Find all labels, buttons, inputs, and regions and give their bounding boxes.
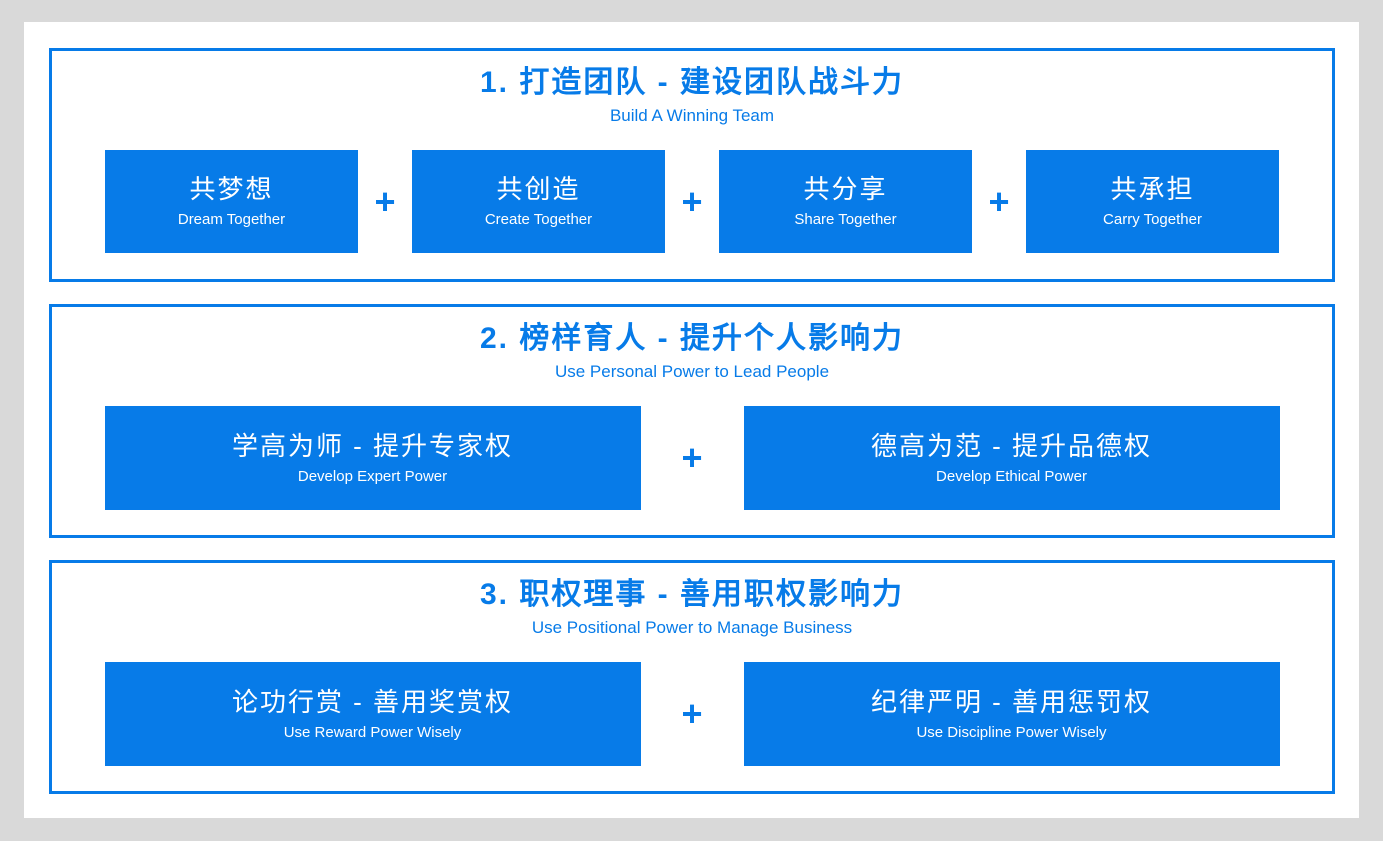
plus-sign: + [681,180,703,222]
diagram-card: 1. 打造团队 - 建设团队战斗力 Build A Winning Team 共… [24,22,1359,818]
box-label-zh: 共承担 [1110,174,1195,204]
box-label-en: Use Discipline Power Wisely [916,723,1107,741]
plus-sign: + [988,180,1010,222]
box-label-en: Carry Together [1103,211,1202,228]
box-label-en: Create Together [484,211,593,228]
concept-box-reward-power: 论功行赏 - 善用奖赏权 Use Reward Power Wisely [104,662,641,766]
section-3-box-row: 论功行赏 - 善用奖赏权 Use Reward Power Wisely + 纪… [52,662,1332,766]
box-label-en: Develop Ethical Power [936,467,1087,485]
box-label-en: Share Together [794,211,897,228]
concept-box-ethical-power: 德高为范 - 提升品德权 Develop Ethical Power [743,406,1280,510]
section-2-subtitle: Use Personal Power to Lead People [554,362,830,381]
section-1-subtitle: Build A Winning Team [609,106,775,125]
plus-sign: + [681,437,703,478]
box-label-zh: 共梦想 [189,174,274,204]
box-label-en: Develop Expert Power [297,467,448,485]
section-2-box-row: 学高为师 - 提升专家权 Develop Expert Power + 德高为范… [52,406,1332,510]
box-label-zh: 学高为师 - 提升专家权 [231,430,514,461]
box-label-zh: 德高为范 - 提升品德权 [870,430,1153,461]
section-1-box-row: 共梦想 Dream Together + 共创造 Create Together… [52,150,1332,253]
box-label-zh: 共分享 [803,174,888,204]
box-label-zh: 共创造 [496,174,581,204]
box-label-zh: 纪律严明 - 善用惩罚权 [870,686,1153,717]
concept-box-create-together: 共创造 Create Together [412,150,665,253]
concept-box-carry-together: 共承担 Carry Together [1026,150,1279,253]
section-2-title: 2. 榜样育人 - 提升个人影响力 [479,322,904,355]
concept-box-share-together: 共分享 Share Together [719,150,972,253]
section-3-subtitle: Use Positional Power to Manage Business [531,618,853,637]
section-positional-power: 3. 职权理事 - 善用职权影响力 Use Positional Power t… [49,560,1335,794]
concept-box-dream-together: 共梦想 Dream Together [105,150,358,253]
concept-box-discipline-power: 纪律严明 - 善用惩罚权 Use Discipline Power Wisely [743,662,1280,766]
section-3-title: 3. 职权理事 - 善用职权影响力 [479,578,904,611]
box-label-en: Dream Together [177,211,286,228]
box-label-zh: 论功行赏 - 善用奖赏权 [231,686,514,717]
concept-box-expert-power: 学高为师 - 提升专家权 Develop Expert Power [104,406,641,510]
section-1-title: 1. 打造团队 - 建设团队战斗力 [479,66,904,99]
section-personal-power: 2. 榜样育人 - 提升个人影响力 Use Personal Power to … [49,304,1335,538]
plus-sign: + [374,180,396,222]
section-build-team: 1. 打造团队 - 建设团队战斗力 Build A Winning Team 共… [49,48,1335,282]
box-label-en: Use Reward Power Wisely [283,723,462,741]
plus-sign: + [681,693,703,734]
